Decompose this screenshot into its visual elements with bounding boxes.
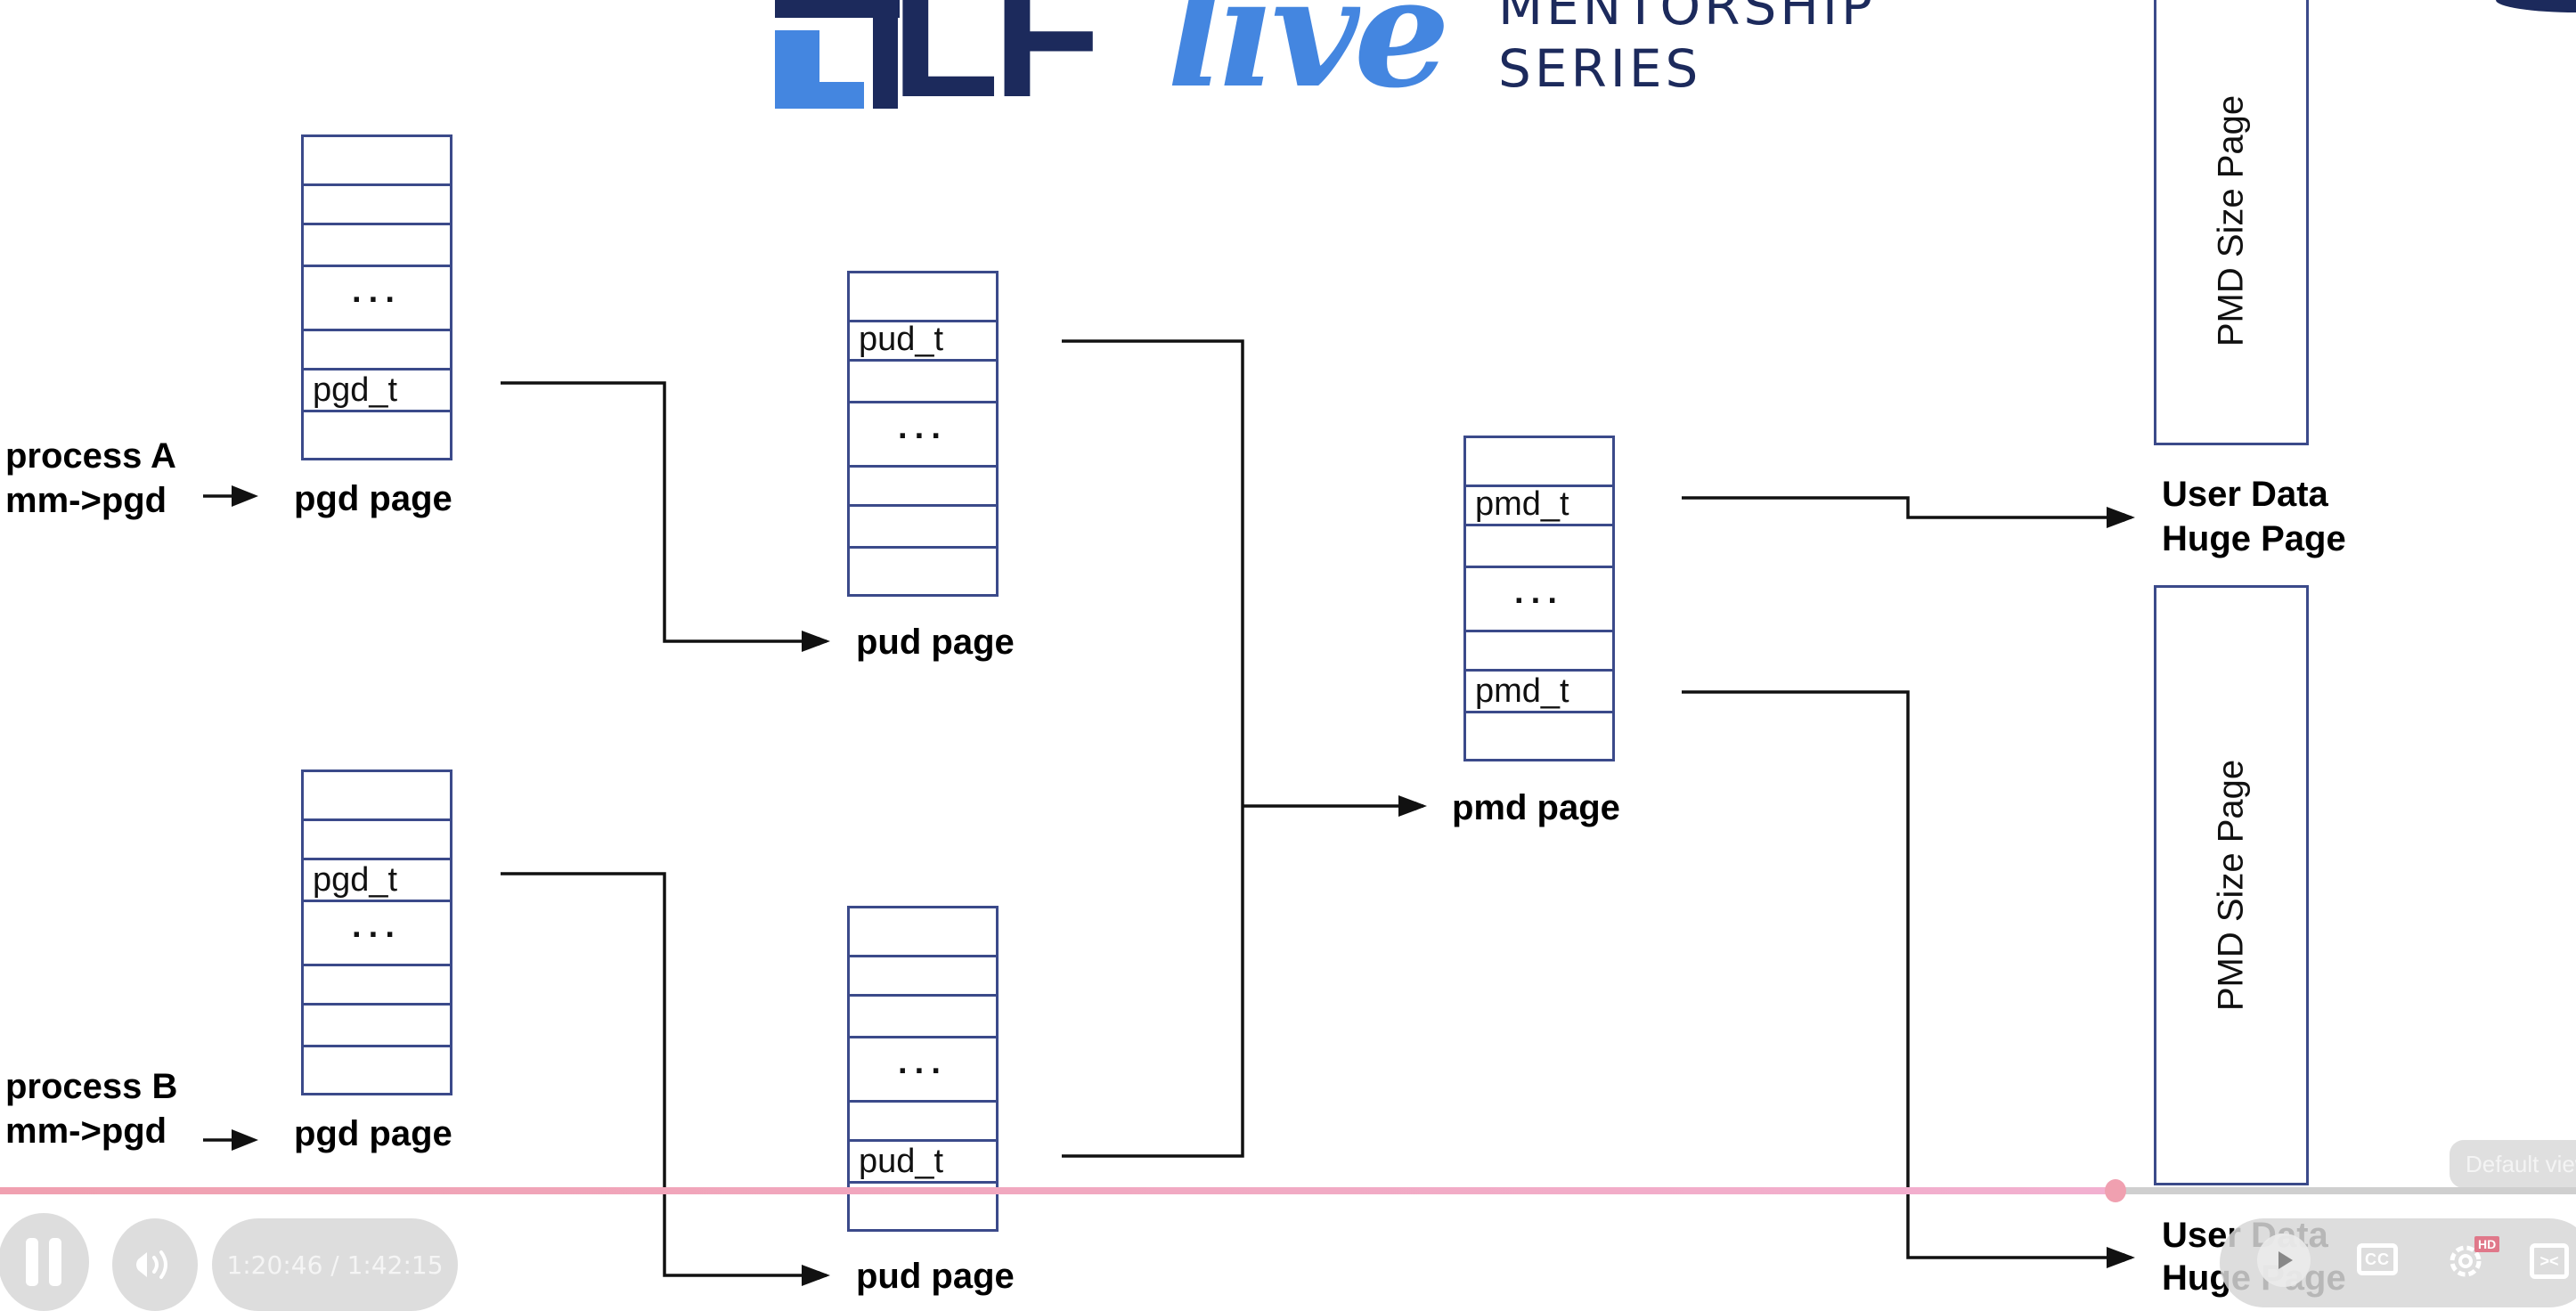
table-row: ··· bbox=[1466, 568, 1612, 632]
default-view-button[interactable]: Default view bbox=[2450, 1140, 2576, 1188]
table-row bbox=[1466, 713, 1612, 759]
time-display: 1:20:46 / 1:42:15 bbox=[212, 1218, 458, 1311]
arrowheads bbox=[232, 485, 2135, 1286]
table-row bbox=[304, 966, 450, 1006]
huge-page-box-text-2: PMD Size Page bbox=[2211, 759, 2251, 1012]
table-row bbox=[850, 468, 996, 507]
entry-label: pgd_t bbox=[313, 861, 398, 899]
table-row bbox=[304, 772, 450, 821]
table-row bbox=[850, 908, 996, 957]
table-row: ··· bbox=[850, 403, 996, 468]
pud-page-label-b: pud page bbox=[856, 1257, 1015, 1296]
logo-line1: MENTORSHIP bbox=[1498, 0, 1876, 37]
pmd-page-label: pmd page bbox=[1452, 788, 1620, 827]
progress-bar[interactable] bbox=[0, 1179, 2576, 1202]
logo-lf-text: LF bbox=[891, 0, 1101, 134]
play-icon bbox=[2278, 1251, 2293, 1269]
logo-line2: SERIES bbox=[1498, 38, 1702, 99]
ellipsis-text: ··· bbox=[352, 916, 402, 954]
connector-pgd-b-to-pud-b bbox=[501, 872, 827, 1280]
process-a-pointer: mm->pgd bbox=[5, 481, 167, 520]
pgd-table-a: ··· pgd_t bbox=[301, 134, 452, 460]
ellipsis-text: ··· bbox=[898, 418, 948, 455]
entry-label: pgd_t bbox=[313, 371, 398, 409]
huge-page-label-1a: User Data bbox=[2162, 475, 2328, 514]
table-row bbox=[304, 1006, 450, 1047]
exit-theater-icon: >< bbox=[2539, 1252, 2559, 1270]
table-row bbox=[304, 821, 450, 860]
connector-pmd-to-huge-2 bbox=[1682, 690, 2132, 1262]
huge-page-box-1: PMD Size Page bbox=[2154, 0, 2309, 445]
ellipsis-text: ··· bbox=[1514, 582, 1564, 620]
huge-page-label-1b: Huge Page bbox=[2162, 519, 2346, 558]
exit-theater-button[interactable]: >< bbox=[2530, 1243, 2569, 1279]
table-row bbox=[850, 957, 996, 997]
table-row bbox=[304, 412, 450, 458]
pgd-table-b: pgd_t ··· bbox=[301, 770, 452, 1095]
table-row: pmd_t bbox=[1466, 672, 1612, 713]
table-row bbox=[304, 225, 450, 267]
lf-live-logo: LF live MENTORSHIP SERIES bbox=[775, 0, 1915, 125]
entry-label: pud_t bbox=[859, 321, 944, 358]
settings-button[interactable] bbox=[2444, 1240, 2487, 1282]
hd-badge: HD bbox=[2474, 1236, 2500, 1252]
table-row: pgd_t bbox=[304, 860, 450, 902]
volume-button[interactable] bbox=[112, 1218, 198, 1311]
table-row bbox=[304, 137, 450, 186]
huge-page-box-text-1: PMD Size Page bbox=[2211, 94, 2251, 347]
pgd-page-label-a: pgd page bbox=[294, 479, 452, 518]
entry-label: pud_t bbox=[859, 1143, 944, 1180]
time-text: 1:20:46 / 1:42:15 bbox=[226, 1250, 444, 1280]
table-row bbox=[850, 362, 996, 403]
logo-square-bottom bbox=[775, 82, 864, 109]
table-row: ··· bbox=[850, 1038, 996, 1103]
table-row bbox=[304, 331, 450, 370]
play-mini-button[interactable] bbox=[2257, 1234, 2311, 1287]
logo-live-text: live bbox=[1167, 0, 1450, 122]
cc-button[interactable]: CC bbox=[2357, 1243, 2398, 1275]
connector-pud-a-to-pmd bbox=[1062, 339, 1244, 1158]
pud-table-a: pud_t ··· bbox=[847, 271, 999, 597]
table-row bbox=[850, 1103, 996, 1142]
logo-square-right bbox=[873, 0, 898, 109]
settings-icon bbox=[2450, 1245, 2482, 1277]
table-row bbox=[850, 507, 996, 549]
huge-page-box-2: PMD Size Page bbox=[2154, 585, 2309, 1185]
table-row: pud_t bbox=[850, 1142, 996, 1184]
connector-pgd-a-to-pud-a bbox=[501, 381, 827, 646]
pud-page-label-a: pud page bbox=[856, 623, 1015, 662]
progress-thumb[interactable] bbox=[2104, 1179, 2126, 1202]
entry-label: pmd_t bbox=[1475, 485, 1569, 523]
logo-square-top bbox=[775, 0, 900, 18]
table-row bbox=[1466, 526, 1612, 568]
table-row: pgd_t bbox=[304, 370, 450, 412]
pgd-page-label-b: pgd page bbox=[294, 1114, 452, 1153]
table-row bbox=[850, 273, 996, 322]
pmd-table: pmd_t ··· pmd_t bbox=[1463, 436, 1615, 761]
logo-series-text: MENTORSHIP SERIES bbox=[1498, 0, 1876, 100]
table-row bbox=[304, 186, 450, 225]
table-row bbox=[304, 1047, 450, 1093]
ellipsis-text: ··· bbox=[352, 281, 402, 319]
table-row: pmd_t bbox=[1466, 485, 1612, 526]
process-a-label: process A bbox=[5, 436, 176, 476]
volume-icon bbox=[136, 1250, 167, 1279]
process-b-label: process B bbox=[5, 1067, 178, 1106]
table-row bbox=[1466, 632, 1612, 672]
cc-icon: CC bbox=[2365, 1250, 2390, 1268]
progress-fill bbox=[0, 1187, 2115, 1194]
table-row: pud_t bbox=[850, 322, 996, 362]
entry-label: pmd_t bbox=[1475, 672, 1569, 710]
pause-button[interactable] bbox=[0, 1213, 89, 1311]
table-row bbox=[850, 549, 996, 594]
table-row bbox=[850, 997, 996, 1038]
ellipsis-text: ··· bbox=[898, 1053, 948, 1090]
table-row: ··· bbox=[304, 902, 450, 966]
pause-icon bbox=[26, 1238, 61, 1286]
connector-pmd-to-huge-1 bbox=[1682, 496, 2132, 522]
process-b-pointer: mm->pgd bbox=[5, 1112, 167, 1151]
pud-table-b: ··· pud_t bbox=[847, 906, 999, 1232]
table-row bbox=[1466, 438, 1612, 487]
table-row: ··· bbox=[304, 267, 450, 331]
